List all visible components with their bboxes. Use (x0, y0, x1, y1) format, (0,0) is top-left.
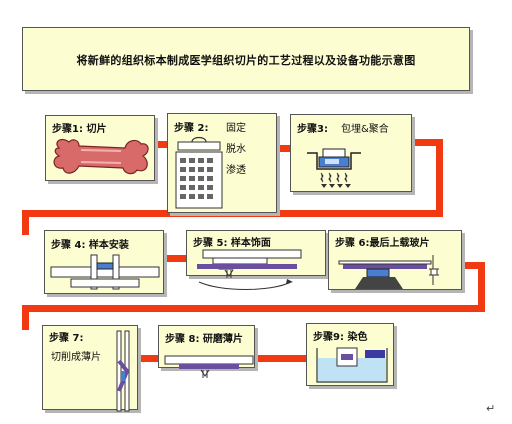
step-8-label: 步骤 8: 研磨薄片 (165, 334, 243, 345)
step-2-label: 步骤 2: (174, 123, 209, 134)
step-1-card: 步骤1: 切片 (45, 115, 155, 181)
pipe-5-6 (320, 255, 332, 262)
pipe-right-down-1 (436, 139, 443, 217)
pipe-left-down-2 (22, 305, 29, 330)
pipe-8-9 (250, 355, 310, 362)
step-5-label: 步骤 5: 样本饰面 (193, 238, 271, 249)
step-2-infiltrate-label: 渗透 (226, 165, 246, 176)
step-5-card: 步骤 5: 样本饰面 (186, 230, 326, 290)
step-3-label: 步骤3: (297, 124, 328, 135)
step-9-label: 步骤9: 染色 (313, 332, 368, 343)
pipe-left-down-1 (22, 210, 29, 235)
step-4-card: 步骤 4: 样本安装 (44, 230, 164, 294)
step-2-card: 步骤 2: 固定 脱水 渗透 (167, 113, 277, 213)
pipe-7-8 (135, 355, 162, 362)
step-3-embed-label: 包埋&聚合 (341, 124, 389, 135)
pipe-right-down-2 (478, 262, 485, 312)
embedding-mold-icon (307, 148, 361, 188)
step-7-label: 步骤 7: (49, 333, 84, 344)
staining-tank-icon (316, 347, 388, 383)
step-2-dehydrate-label: 脱水 (226, 144, 246, 155)
specimen-mount-icon (50, 254, 160, 290)
step-4-label: 步骤 4: 样本安装 (51, 240, 129, 251)
step-7-section-label: 切削成薄片 (51, 352, 101, 363)
step-6-label: 步骤 6:最后上载玻片 (335, 238, 430, 249)
pipe-6-right (455, 262, 485, 269)
tissue-basket-icon (175, 136, 223, 209)
step-6-card: 步骤 6:最后上载玻片 (328, 230, 462, 290)
pipe-4-5 (160, 255, 190, 262)
pipe-row2-return (22, 305, 485, 312)
pipe-1-2 (150, 141, 172, 148)
trimming-tool-icon (197, 249, 302, 290)
step-1-label: 步骤1: 切片 (52, 124, 107, 135)
step-2-fix-label: 固定 (226, 123, 246, 134)
slide-loading-icon (338, 255, 439, 289)
paragraph-return-mark: ↵ (486, 402, 496, 415)
diagram-title: 将新鲜的组织标本制成医学组织切片的工艺过程以及设备功能示意图 (76, 54, 416, 67)
grinding-disc-icon (164, 355, 254, 378)
bone-tissue-icon (53, 138, 149, 175)
step-7-card: 步骤 7: 切削成薄片 (42, 325, 138, 412)
step-8-card: 步骤 8: 研磨薄片 (158, 325, 255, 378)
diagram-title-box: 将新鲜的组织标本制成医学组织切片的工艺过程以及设备功能示意图 (22, 27, 470, 91)
pipe-row1-return (22, 210, 443, 217)
step-9-card: 步骤9: 染色 (306, 323, 394, 386)
microtome-blade-icon (116, 330, 130, 412)
pipe-3-right (405, 139, 443, 146)
step-3-card: 步骤3: 包埋&聚合 (290, 114, 412, 192)
